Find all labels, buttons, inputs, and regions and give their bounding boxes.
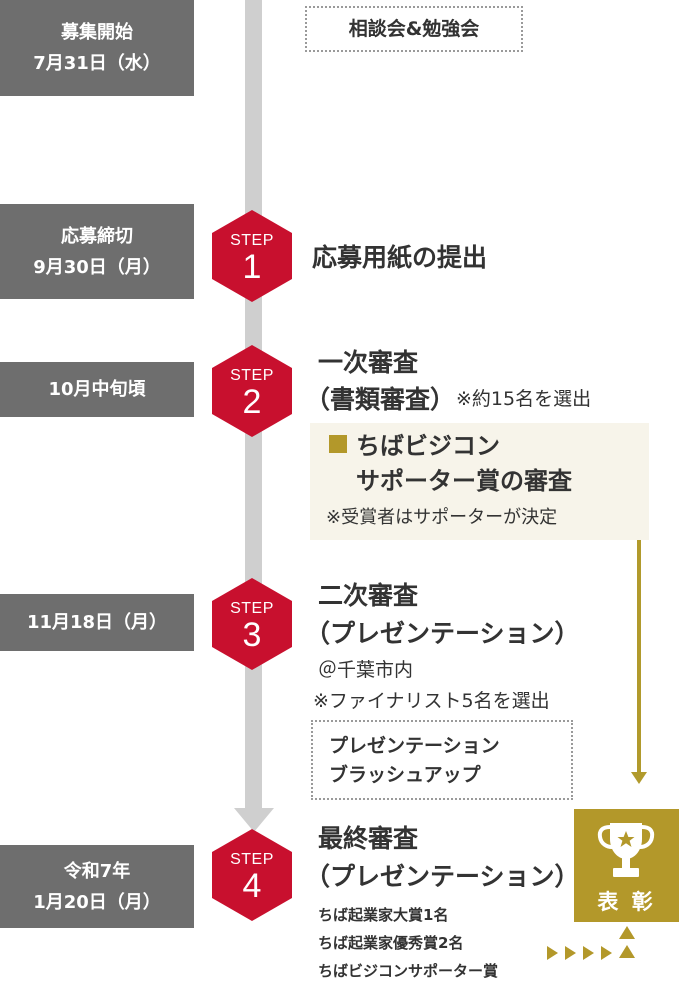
date-box-recruit-start: 募集開始 7月31日（水） bbox=[0, 0, 194, 96]
triangle-right-icon bbox=[565, 946, 576, 960]
award-item: ちば起業家優秀賞2名 bbox=[318, 934, 464, 952]
date-box-deadline: 応募締切 9月30日（月） bbox=[0, 204, 194, 299]
date-value: 1月20日（月） bbox=[33, 891, 161, 913]
triangle-up-icon bbox=[619, 945, 635, 958]
step-label: STEP bbox=[230, 851, 274, 868]
triangle-up-icon bbox=[619, 926, 635, 939]
date-label: 令和7年 bbox=[63, 860, 131, 882]
date-label: 10月中旬頃 bbox=[48, 379, 146, 400]
supporter-award-box: ちばビジコン サポーター賞の審査 ※受賞者はサポーターが決定 bbox=[310, 423, 649, 540]
award-box: 表 彰 bbox=[574, 809, 679, 922]
square-bullet-icon bbox=[329, 435, 347, 453]
step-label: STEP bbox=[230, 367, 274, 384]
step-number: 2 bbox=[242, 383, 262, 421]
step-3-subheading: （プレゼンテーション） bbox=[305, 619, 580, 648]
date-value: 9月30日（月） bbox=[33, 256, 161, 278]
step-label: STEP bbox=[230, 232, 274, 249]
step-number: 4 bbox=[242, 867, 262, 905]
award-label: 表 彰 bbox=[597, 890, 656, 914]
consultation-box: 相談会&勉強会 bbox=[305, 6, 523, 52]
date-label: 募集開始 bbox=[61, 22, 133, 43]
step-3-badge: STEP 3 bbox=[212, 578, 292, 670]
supporter-title-2: サポーター賞の審査 bbox=[356, 467, 572, 495]
date-box-step4: 令和7年 1月20日（月） bbox=[0, 845, 194, 928]
date-label: 11月18日（月） bbox=[26, 612, 168, 633]
step-2-subheading: （書類審査） bbox=[305, 385, 456, 414]
brushup-line-1: プレゼンテーション bbox=[329, 735, 500, 757]
hexagon-icon bbox=[212, 345, 292, 437]
date-value: 7月31日（水） bbox=[33, 53, 161, 74]
hexagon-icon bbox=[212, 578, 292, 670]
step-2-heading: 一次審査 bbox=[318, 348, 419, 377]
step-2-note: ※約15名を選出 bbox=[456, 388, 592, 410]
step-number: 1 bbox=[242, 248, 262, 286]
triangle-right-icon bbox=[601, 946, 612, 960]
step-label: STEP bbox=[230, 600, 274, 617]
step-4-badge: STEP 4 bbox=[212, 829, 292, 921]
triangle-right-icon bbox=[547, 946, 558, 960]
step-1-heading: 応募用紙の提出 bbox=[312, 243, 488, 272]
date-box-step3: 11月18日（月） bbox=[0, 594, 194, 651]
step-4-heading: 最終審査 bbox=[318, 824, 419, 853]
date-box-step2: 10月中旬頃 bbox=[0, 362, 194, 417]
supporter-note: ※受賞者はサポーターが決定 bbox=[326, 507, 558, 528]
timeline-arrow-down bbox=[234, 808, 274, 832]
step-1-badge: STEP 1 bbox=[212, 210, 292, 302]
triangle-right-icon bbox=[583, 946, 594, 960]
supporter-title-1: ちばビジコン bbox=[356, 432, 500, 460]
trophy-icon bbox=[597, 823, 655, 877]
hexagon-icon bbox=[212, 829, 292, 921]
date-label: 応募締切 bbox=[61, 225, 133, 247]
step-3-note: ※ファイナリスト5名を選出 bbox=[313, 690, 550, 712]
award-item: ちば起業家大賞1名 bbox=[318, 906, 449, 924]
award-item: ちばビジコンサポーター賞 bbox=[318, 962, 499, 980]
gold-arrow-head bbox=[631, 772, 647, 784]
brushup-box: プレゼンテーション ブラッシュアップ bbox=[311, 720, 573, 800]
hexagon-icon bbox=[212, 210, 292, 302]
step-3-heading: 二次審査 bbox=[318, 581, 419, 610]
step-4-subheading: （プレゼンテーション） bbox=[305, 862, 580, 891]
step-3-location: ＠千葉市内 bbox=[318, 659, 414, 681]
step-2-badge: STEP 2 bbox=[212, 345, 292, 437]
brushup-line-2: ブラッシュアップ bbox=[329, 764, 481, 786]
step-number: 3 bbox=[242, 616, 262, 654]
gold-connector-line bbox=[637, 540, 641, 775]
